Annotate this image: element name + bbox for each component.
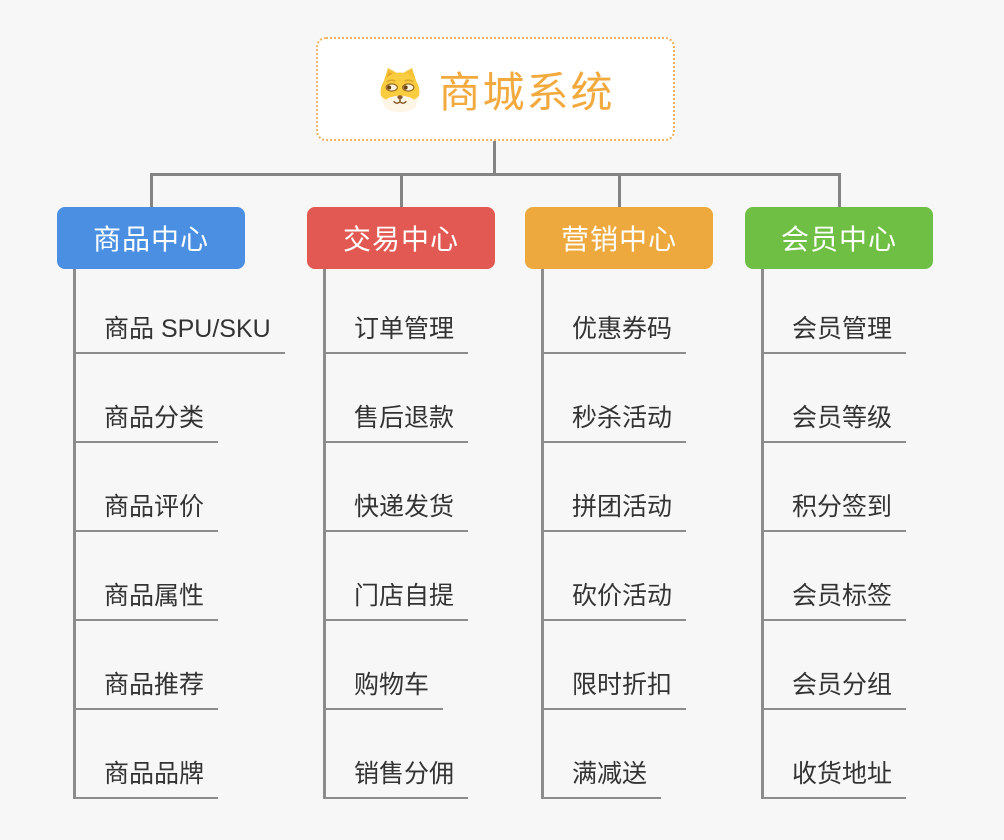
leaf-node[interactable]: 砍价活动	[544, 532, 713, 621]
connector-root-stem	[493, 141, 496, 176]
leaf-node[interactable]: 快递发货	[326, 443, 495, 532]
leaf-node[interactable]: 会员标签	[764, 532, 933, 621]
leaf-node[interactable]: 优惠券码	[544, 269, 713, 354]
branch-header-member-center[interactable]: 会员中心	[745, 207, 933, 269]
dog-face-icon	[380, 68, 420, 113]
branch-label: 交易中心	[342, 224, 459, 255]
leaf-node[interactable]: 限时折扣	[544, 621, 713, 710]
leaf-node[interactable]: 商品评价	[76, 443, 245, 532]
branch-product-center: 商品中心 商品 SPU/SKU 商品分类 商品评价 商品属性 商品推荐 商品品牌	[57, 207, 285, 799]
connector-drop-marketing	[618, 173, 621, 207]
leaf-node[interactable]: 满减送	[544, 710, 713, 799]
leaf-node[interactable]: 订单管理	[326, 269, 495, 354]
branch-label: 营销中心	[560, 224, 677, 255]
connector-drop-trade	[400, 173, 403, 207]
leaf-node[interactable]: 商品品牌	[76, 710, 245, 799]
leaf-node[interactable]: 会员管理	[764, 269, 933, 354]
leaf-node[interactable]: 会员等级	[764, 354, 933, 443]
leaf-node[interactable]: 商品 SPU/SKU	[76, 269, 285, 354]
leaf-node[interactable]: 购物车	[326, 621, 495, 710]
branch-header-trade-center[interactable]: 交易中心	[307, 207, 495, 269]
leaf-node[interactable]: 门店自提	[326, 532, 495, 621]
leaf-node[interactable]: 秒杀活动	[544, 354, 713, 443]
leaf-node[interactable]: 拼团活动	[544, 443, 713, 532]
leaf-node[interactable]: 销售分佣	[326, 710, 495, 799]
branch-items-trade: 订单管理 售后退款 快递发货 门店自提 购物车 销售分佣	[323, 269, 495, 799]
branch-header-product-center[interactable]: 商品中心	[57, 207, 245, 269]
leaf-node[interactable]: 收货地址	[764, 710, 933, 799]
connector-horizontal-rail	[150, 173, 841, 176]
branch-items-product: 商品 SPU/SKU 商品分类 商品评价 商品属性 商品推荐 商品品牌	[73, 269, 285, 799]
branch-label: 会员中心	[780, 224, 897, 255]
leaf-node[interactable]: 售后退款	[326, 354, 495, 443]
leaf-node[interactable]: 商品推荐	[76, 621, 245, 710]
branch-member-center: 会员中心 会员管理 会员等级 积分签到 会员标签 会员分组 收货地址	[745, 207, 933, 799]
branch-marketing-center: 营销中心 优惠券码 秒杀活动 拼团活动 砍价活动 限时折扣 满减送	[525, 207, 713, 799]
branch-label: 商品中心	[92, 224, 209, 255]
connector-drop-member	[838, 173, 841, 207]
leaf-node[interactable]: 积分签到	[764, 443, 933, 532]
leaf-node[interactable]: 会员分组	[764, 621, 933, 710]
branch-header-marketing-center[interactable]: 营销中心	[525, 207, 713, 269]
leaf-node[interactable]: 商品分类	[76, 354, 245, 443]
branch-trade-center: 交易中心 订单管理 售后退款 快递发货 门店自提 购物车 销售分佣	[307, 207, 495, 799]
root-node[interactable]: 商城系统	[316, 37, 675, 141]
connector-drop-product	[150, 173, 153, 207]
branch-items-member: 会员管理 会员等级 积分签到 会员标签 会员分组 收货地址	[761, 269, 933, 799]
leaf-node[interactable]: 商品属性	[76, 532, 245, 621]
root-title: 商城系统	[438, 68, 615, 116]
branch-items-marketing: 优惠券码 秒杀活动 拼团活动 砍价活动 限时折扣 满减送	[541, 269, 713, 799]
